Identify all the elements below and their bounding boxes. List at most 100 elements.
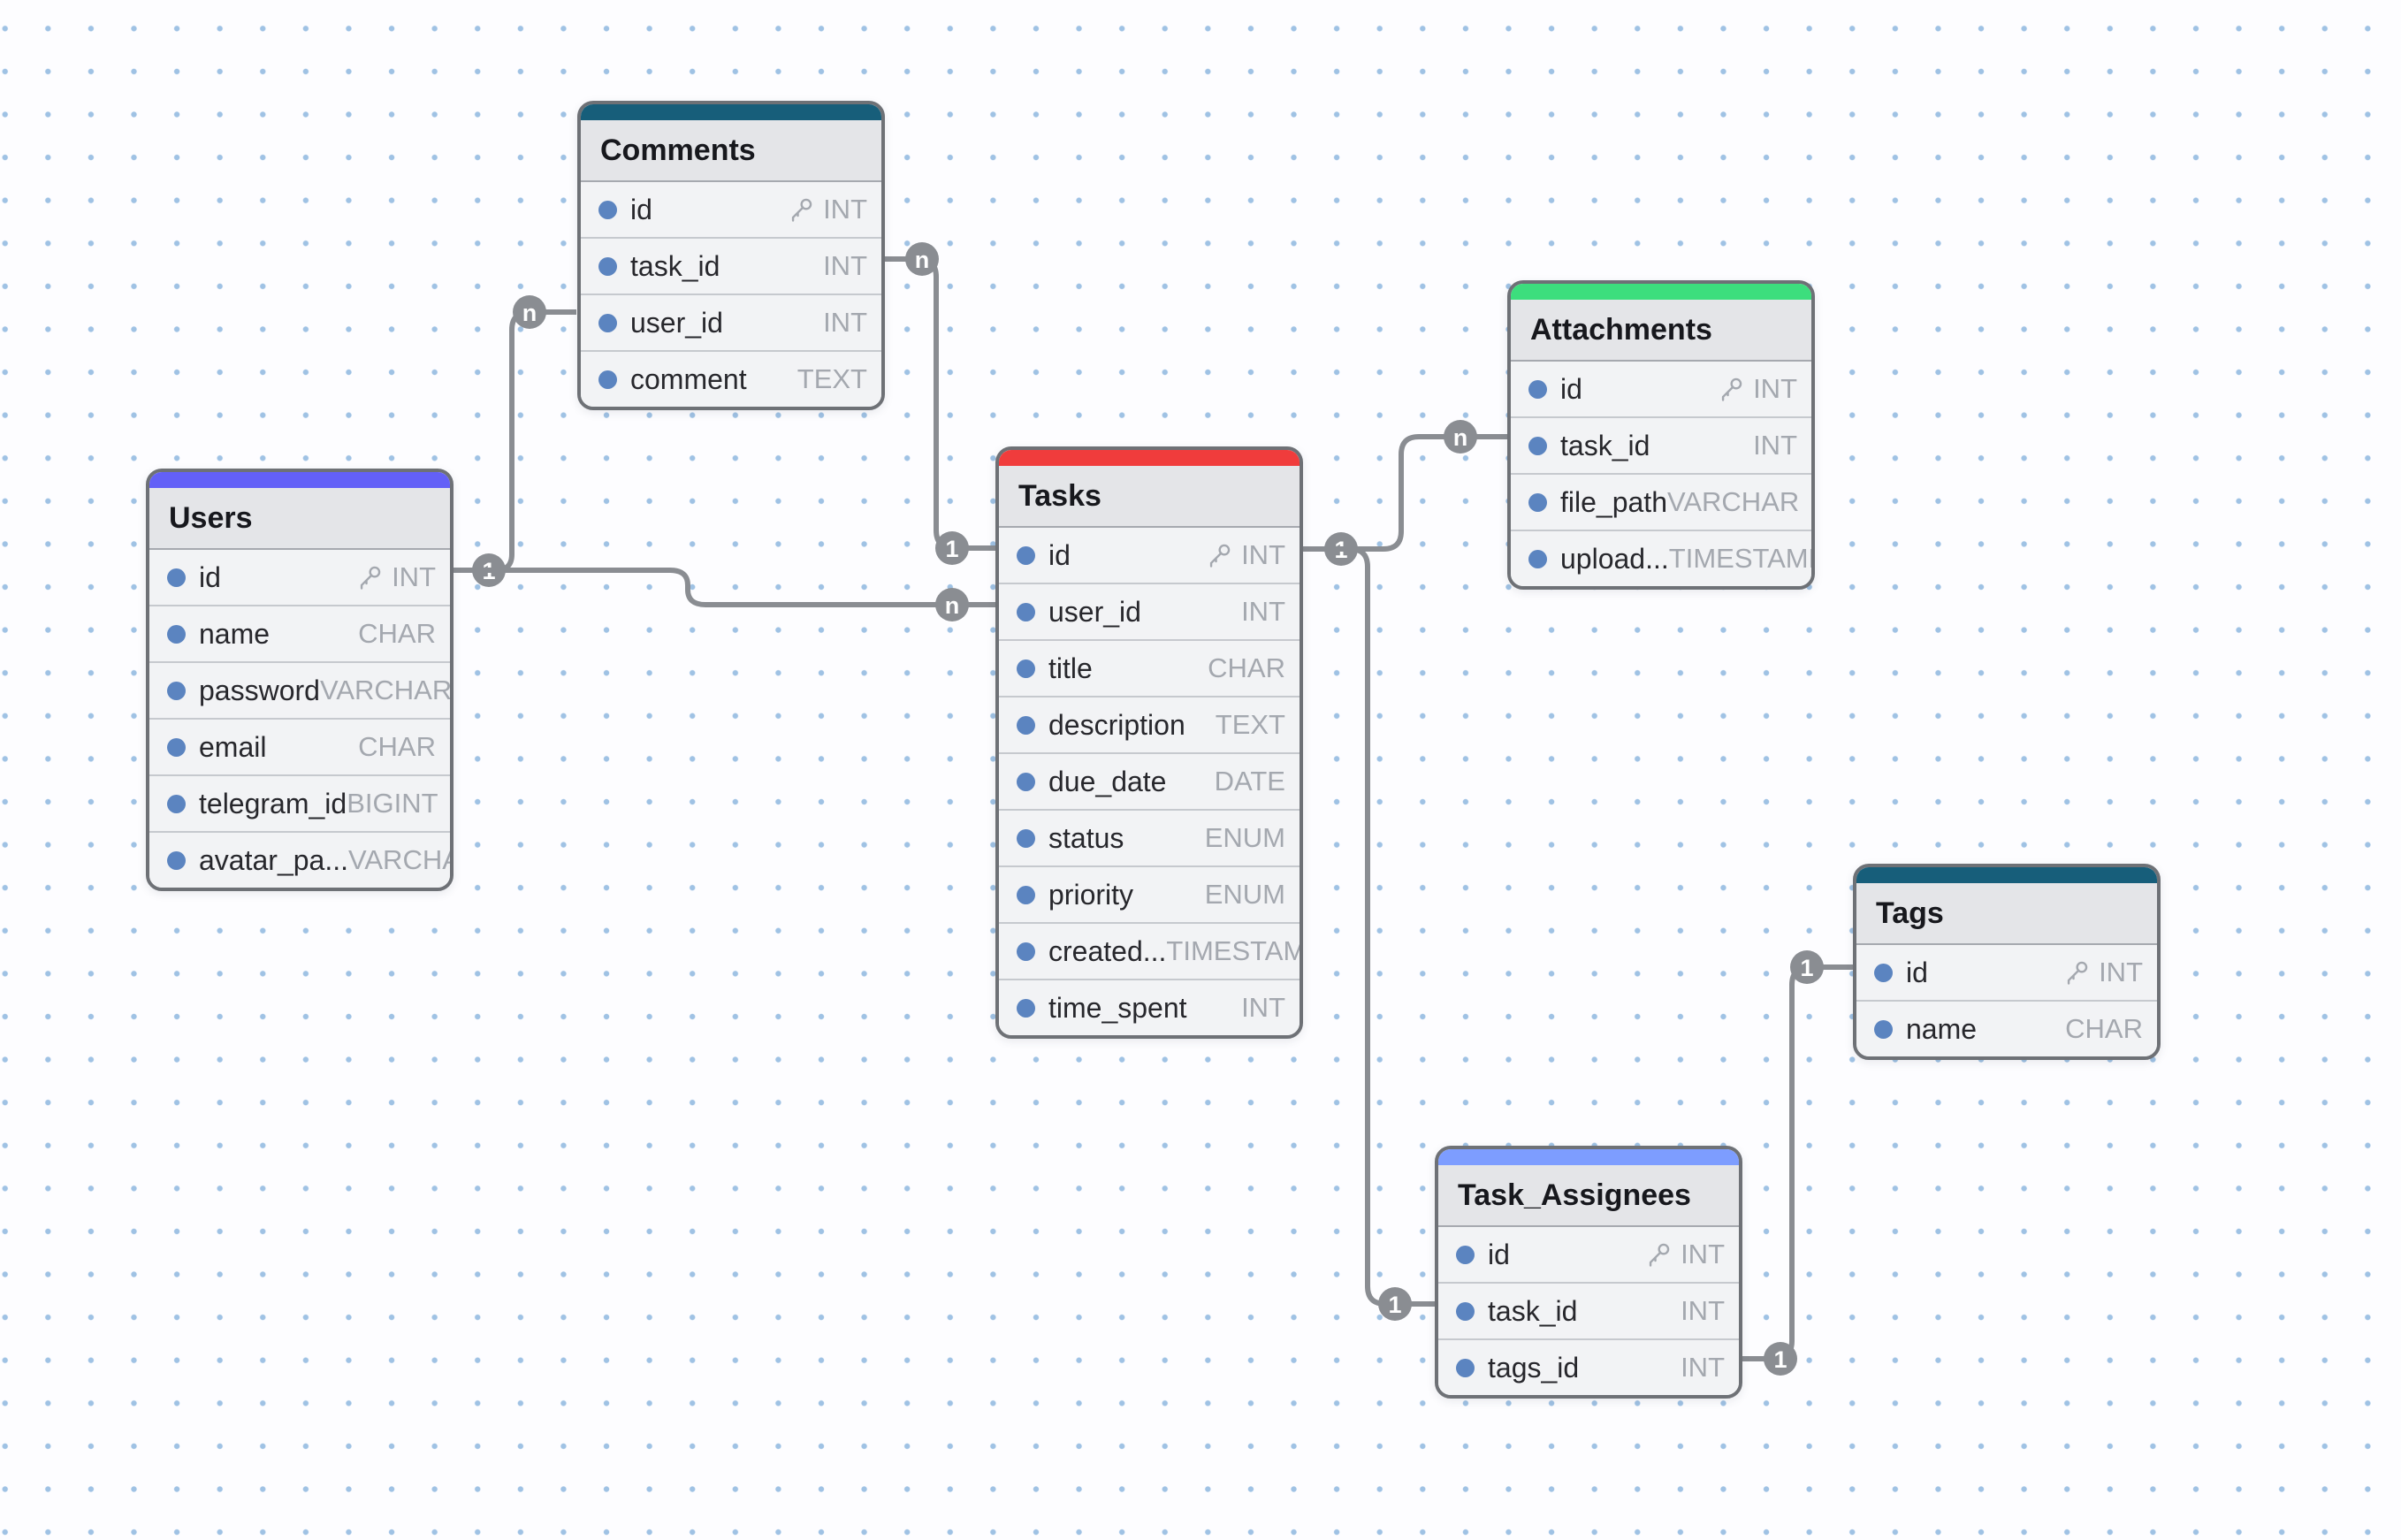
field-row[interactable]: status ENUM — [999, 809, 1300, 865]
relationship-line[interactable] — [446, 309, 576, 573]
field-row[interactable]: title CHAR — [999, 639, 1300, 696]
cardinality-label: n — [945, 592, 960, 619]
field-row[interactable]: id INT — [1438, 1227, 1739, 1282]
field-type-wrap: INT — [787, 194, 867, 225]
field-type-wrap: BIGINT — [347, 788, 438, 820]
relationship-tasks-comments[interactable]: n1 — [878, 242, 995, 565]
field-name: status — [1048, 821, 1124, 854]
field-row[interactable]: due_date DATE — [999, 752, 1300, 809]
cardinality-label: 1 — [1773, 1346, 1787, 1373]
field-dot-icon — [167, 794, 186, 813]
field-type-wrap: TEXT — [1216, 709, 1285, 741]
table-tasks[interactable]: Tasks id INT user_id INT title CHAR desc… — [995, 446, 1303, 1039]
relationship-line[interactable] — [1296, 546, 1435, 1307]
field-type: VARCHAR — [1666, 486, 1800, 517]
field-row[interactable]: avatar_pa... VARCHAR — [149, 831, 450, 888]
field-row[interactable]: created... TIMESTAMP — [999, 922, 1300, 979]
table-title[interactable]: Tags — [1856, 883, 2157, 945]
field-type-wrap: TEXT — [797, 363, 867, 395]
field-row[interactable]: id INT — [1511, 362, 1811, 416]
field-row[interactable]: priority ENUM — [999, 865, 1300, 922]
field-row[interactable]: task_id INT — [581, 237, 881, 294]
field-name: time_spent — [1048, 991, 1187, 1024]
field-dot-icon — [1874, 1019, 1893, 1039]
field-row[interactable]: comment TEXT — [581, 350, 881, 407]
relationship-users-comments[interactable]: n — [446, 295, 576, 573]
table-title[interactable]: Tasks — [999, 466, 1300, 528]
relationship-line[interactable] — [446, 568, 995, 607]
field-type-wrap: INT — [1681, 1352, 1725, 1384]
field-type-wrap: INT — [1681, 1295, 1725, 1327]
primary-key-icon — [791, 198, 812, 222]
cardinality-badge — [935, 588, 969, 621]
field-name: comment — [630, 362, 747, 395]
field-dot-icon — [1017, 942, 1035, 961]
field-type: INT — [823, 250, 867, 281]
table-header-strip — [149, 472, 450, 488]
field-dot-icon — [167, 850, 186, 870]
field-dot-icon — [1528, 549, 1547, 568]
field-type-wrap: VARCHAR — [348, 844, 450, 876]
field-row[interactable]: user_id INT — [999, 583, 1300, 639]
field-type-wrap: ENUM — [1205, 822, 1285, 854]
field-type-wrap: CHAR — [358, 731, 436, 763]
field-row[interactable]: name CHAR — [1856, 1000, 2157, 1056]
field-row[interactable]: upload... TIMESTAMP — [1511, 530, 1811, 586]
field-dot-icon — [598, 200, 617, 219]
table-title[interactable]: Comments — [581, 120, 881, 182]
table-comments[interactable]: Comments id INT task_id INT user_id INT … — [577, 101, 885, 410]
field-row[interactable]: description TEXT — [999, 696, 1300, 752]
table-users[interactable]: Users id INT name CHAR password VARCHAR … — [146, 469, 454, 891]
relationship-line[interactable] — [1735, 964, 1853, 1361]
field-row[interactable]: tags_id INT — [1438, 1338, 1739, 1395]
table-fields: id INT user_id INT title CHAR descriptio… — [999, 528, 1300, 1035]
table-title[interactable]: Users — [149, 488, 450, 550]
relationship-tasks-task_assignees[interactable]: 1 — [1296, 546, 1435, 1321]
relationship-tasks-attachments[interactable]: 1n — [1296, 420, 1507, 566]
field-row[interactable]: telegram_id BIGINT — [149, 774, 450, 831]
field-name: task_id — [1560, 429, 1650, 461]
table-task_assignees[interactable]: Task_Assignees id INT task_id INT tags_i… — [1435, 1146, 1742, 1399]
field-type-wrap: VARCHAR — [1667, 486, 1799, 518]
table-title[interactable]: Task_Assignees — [1438, 1165, 1739, 1227]
field-row[interactable]: email CHAR — [149, 718, 450, 774]
field-row[interactable]: time_spent INT — [999, 979, 1300, 1035]
field-type: CHAR — [1208, 652, 1285, 683]
relationship-line[interactable] — [1296, 434, 1507, 552]
field-name: title — [1048, 652, 1093, 684]
field-row[interactable]: task_id INT — [1511, 416, 1811, 473]
field-name: user_id — [630, 306, 723, 339]
field-row[interactable]: password VARCHAR — [149, 661, 450, 718]
table-title[interactable]: Attachments — [1511, 300, 1811, 362]
field-row[interactable]: id INT — [581, 182, 881, 237]
field-type: TIMESTAMP — [1668, 543, 1815, 574]
field-dot-icon — [1017, 885, 1035, 904]
field-dot-icon — [167, 737, 186, 757]
field-dot-icon — [1874, 963, 1893, 982]
field-row[interactable]: id INT — [149, 550, 450, 605]
relationship-tags-task_assignees[interactable]: 11 — [1735, 950, 1853, 1376]
table-header-strip — [581, 104, 881, 120]
field-name: email — [199, 730, 267, 763]
field-row[interactable]: task_id INT — [1438, 1282, 1739, 1338]
cardinality-badge — [905, 242, 939, 276]
field-row[interactable]: name CHAR — [149, 605, 450, 661]
field-type-wrap: TIMESTAMP — [1166, 935, 1300, 967]
table-tags[interactable]: Tags id INT name CHAR — [1853, 864, 2161, 1060]
relationship-users-tasks[interactable]: 1n — [446, 553, 995, 621]
field-type-wrap: CHAR — [358, 618, 436, 650]
field-row[interactable]: id INT — [1856, 945, 2157, 1000]
field-name: id — [1488, 1238, 1510, 1270]
field-dot-icon — [598, 370, 617, 389]
field-dot-icon — [1528, 436, 1547, 455]
field-row[interactable]: id INT — [999, 528, 1300, 583]
table-header-strip — [999, 450, 1300, 466]
relationship-line[interactable] — [878, 256, 995, 551]
table-fields: id INT name CHAR password VARCHAR email … — [149, 550, 450, 888]
table-header-strip — [1438, 1149, 1739, 1165]
table-attachments[interactable]: Attachments id INT task_id INT file_path… — [1507, 280, 1815, 590]
field-row[interactable]: file_path VARCHAR — [1511, 473, 1811, 530]
field-row[interactable]: user_id INT — [581, 294, 881, 350]
field-type: VARCHAR — [348, 844, 450, 875]
